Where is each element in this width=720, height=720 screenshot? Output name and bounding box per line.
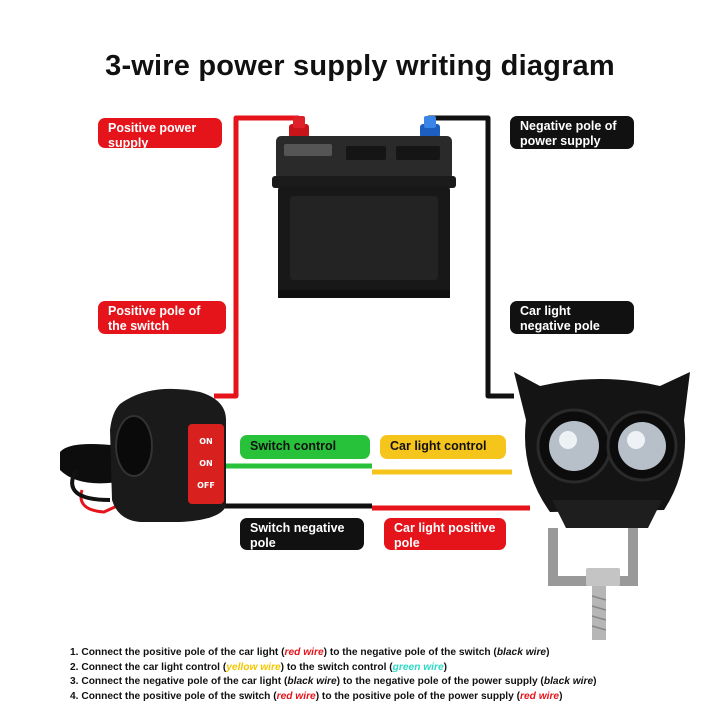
switch-position-on-2: ON xyxy=(199,459,213,468)
switch-position-off: OFF xyxy=(197,481,215,490)
label-switch-control: Switch control xyxy=(240,435,370,459)
owl-car-light xyxy=(514,372,690,640)
instruction-notes: 1. Connect the positive pole of the car … xyxy=(70,646,710,704)
note-line-2: 2. Connect the car light control (yellow… xyxy=(70,661,448,673)
label-positive-power-supply: Positive power supply xyxy=(98,118,222,150)
diagram-title: 3-wire power supply writing diagram xyxy=(105,50,615,82)
label-car-light-control: Car light control xyxy=(380,435,506,459)
label-positive-pole-switch: Positive pole of the switch xyxy=(98,301,226,334)
battery xyxy=(272,116,456,298)
label-car-light-positive-pole: Car light positive pole xyxy=(384,518,506,550)
label-negative-pole-power-supply: Negative pole of power supply xyxy=(510,116,634,149)
note-line-3: 3. Connect the negative pole of the car … xyxy=(70,676,597,688)
note-line-1: 1. Connect the positive pole of the car … xyxy=(70,647,550,658)
note-line-4: 4. Connect the positive pole of the swit… xyxy=(70,690,563,702)
handlebar-switch: ON ON OFF xyxy=(60,388,226,522)
label-car-light-negative-pole: Car light negative pole xyxy=(510,301,634,334)
switch-position-on-1: ON xyxy=(199,437,213,446)
label-switch-negative-pole: Switch negative pole xyxy=(240,518,364,550)
